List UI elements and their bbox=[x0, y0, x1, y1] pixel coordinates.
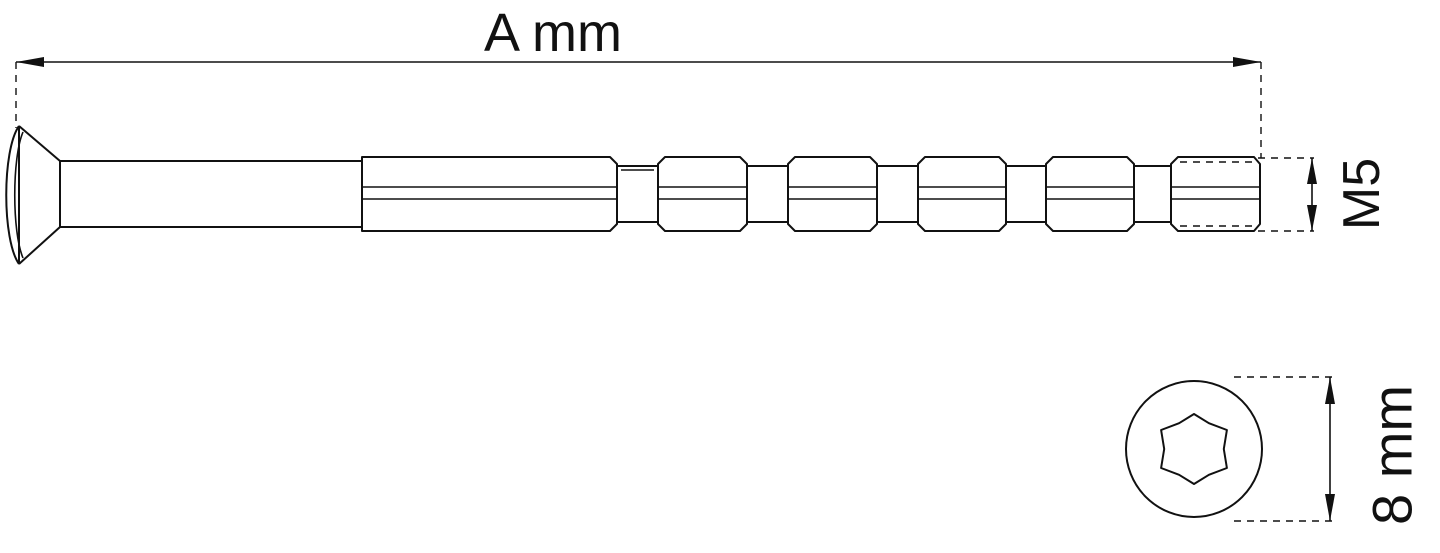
screw-head-taper-bottom bbox=[18, 226, 61, 265]
torx-star-icon bbox=[1160, 413, 1228, 485]
screw-head-inner-curve bbox=[13, 131, 24, 259]
screw-tip-segment bbox=[1170, 156, 1261, 232]
thread-arrow-bottom bbox=[1307, 205, 1317, 231]
thread-label: M5 bbox=[1333, 158, 1391, 230]
shank-segment-3 bbox=[917, 156, 1007, 232]
shank-segment-4 bbox=[1045, 156, 1135, 232]
diameter-arrow-bottom bbox=[1325, 494, 1335, 521]
length-dimension: A mm bbox=[15, 3, 1262, 158]
length-arrow-right bbox=[1233, 57, 1261, 67]
thread-arrow-top bbox=[1307, 158, 1317, 184]
thread-dimension: M5 bbox=[1258, 157, 1391, 232]
screw-head-taper-top bbox=[18, 125, 61, 162]
segment-neck-3 bbox=[1005, 165, 1047, 223]
segment-neck-2 bbox=[876, 165, 919, 223]
screw-head-end-view bbox=[1125, 380, 1263, 518]
diameter-arrow-top bbox=[1325, 377, 1335, 404]
head-diameter-label: 8 mm bbox=[1361, 385, 1424, 525]
segment-neck-4 bbox=[1133, 165, 1172, 223]
segment-neck-0 bbox=[616, 165, 659, 223]
screw-side-view bbox=[5, 125, 1261, 265]
screw-head-dome bbox=[5, 125, 20, 265]
shank-segment-2 bbox=[787, 156, 878, 232]
head-end-circle bbox=[1125, 380, 1263, 518]
length-arrow-left bbox=[16, 57, 44, 67]
shank-segment-1 bbox=[657, 156, 748, 232]
length-label: A mm bbox=[484, 3, 622, 63]
shank-long-segment bbox=[361, 156, 618, 232]
segment-neck-1 bbox=[746, 165, 789, 223]
head-diameter-dimension: 8 mm bbox=[1234, 376, 1424, 525]
